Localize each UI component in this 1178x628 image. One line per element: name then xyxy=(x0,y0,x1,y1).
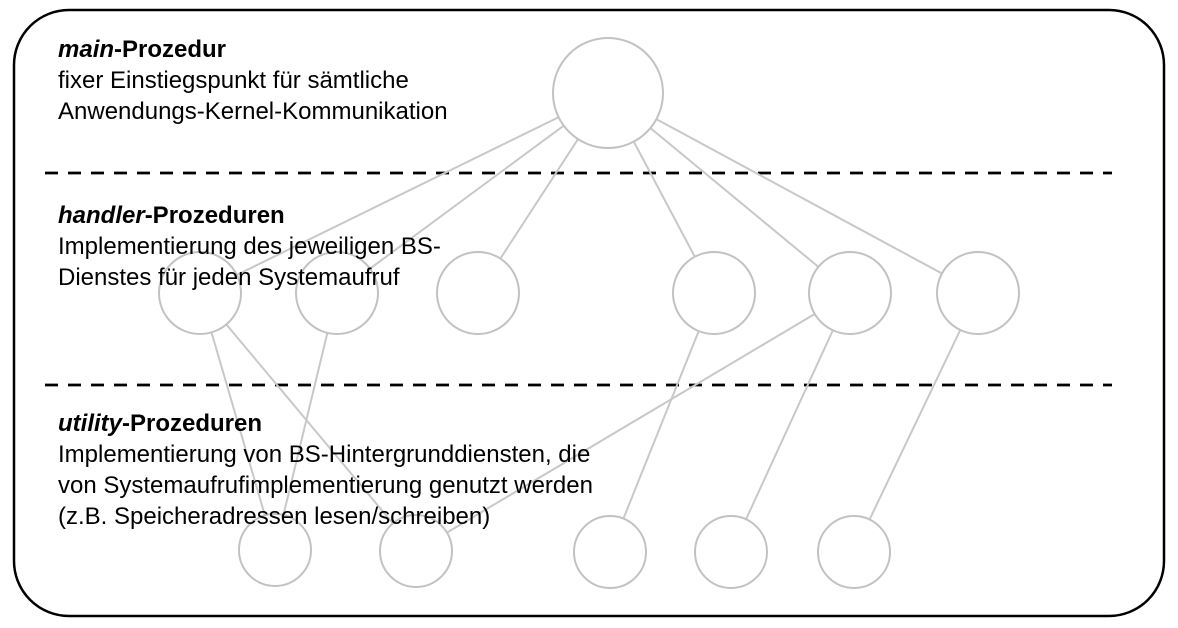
section-utility-term: utility xyxy=(58,410,122,437)
edge-h5-u4 xyxy=(730,292,851,553)
section-main-term: main xyxy=(58,36,115,63)
edge-h4-u3 xyxy=(609,292,715,553)
section-handler-line-2: Dienstes für jeden Systemaufruf xyxy=(58,264,400,291)
edge-h1-u2 xyxy=(199,292,417,552)
section-main-suffix: -Prozedur xyxy=(114,36,227,63)
section-utility-line-3: (z.B. Speicheradressen lesen/schreiben) xyxy=(58,503,491,530)
section-handler-term: handler xyxy=(58,202,145,229)
edge-h1-u1 xyxy=(199,292,276,551)
section-handler-label: handler-Prozeduren Implementierung des j… xyxy=(58,200,441,293)
section-utility-label: utility-Prozeduren Implementierung von B… xyxy=(58,408,593,532)
handler-node-h6 xyxy=(936,251,1020,335)
utility-node-u3 xyxy=(573,515,647,589)
handler-node-h3 xyxy=(436,251,520,335)
utility-node-u4 xyxy=(694,515,768,589)
section-utility-line-1: Implementierung von BS-Hintergrunddienst… xyxy=(58,441,591,468)
edge-h5-u2 xyxy=(415,292,851,552)
edge-main-h1 xyxy=(199,92,609,294)
main-node-main xyxy=(552,37,664,149)
section-handler-suffix: -Prozeduren xyxy=(144,202,285,229)
edge-h6-u5 xyxy=(853,292,979,553)
handler-node-h5 xyxy=(808,251,892,335)
handler-node-h4 xyxy=(672,251,756,335)
handler-node-h1 xyxy=(158,251,242,335)
edge-h2-u1 xyxy=(274,292,338,551)
outer-frame xyxy=(12,8,1166,618)
section-main-line-2: Anwendungs-Kernel-Kommunikation xyxy=(58,98,448,125)
utility-node-u1 xyxy=(238,513,312,587)
section-main-line-1: fixer Einstiegspunkt für sämtliche xyxy=(58,67,409,94)
section-handler-line-1: Implementierung des jeweiligen BS- xyxy=(58,233,441,260)
section-utility-line-2: von Systemaufrufimplementierung genutzt … xyxy=(58,472,593,499)
section-handler-heading: handler-Prozeduren xyxy=(58,200,441,231)
section-utility-heading: utility-Prozeduren xyxy=(58,408,593,439)
edge-main-h2 xyxy=(336,92,609,294)
section-utility-suffix: -Prozeduren xyxy=(122,410,263,437)
handler-node-h2 xyxy=(295,251,379,335)
utility-node-u5 xyxy=(817,515,891,589)
section-main-heading: main-Prozedur xyxy=(58,34,448,65)
section-main-label: main-Prozedur fixer Einstiegspunkt für s… xyxy=(58,34,448,127)
edge-main-h6 xyxy=(607,92,979,294)
utility-node-u2 xyxy=(379,514,453,588)
